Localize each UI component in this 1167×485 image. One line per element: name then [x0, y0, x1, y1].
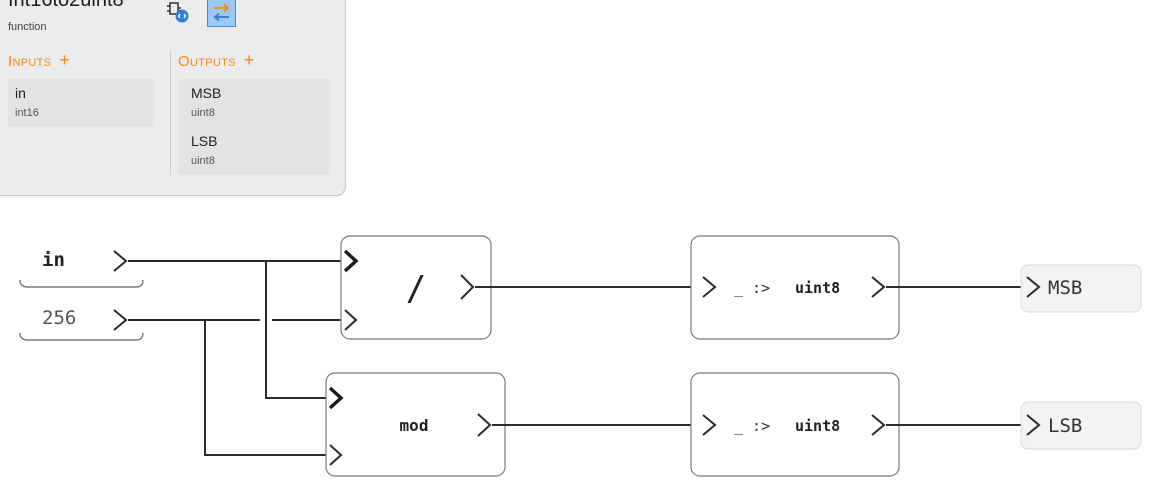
outputs-label: Outputs: [178, 53, 236, 70]
cast-msb-input-port[interactable]: [702, 276, 717, 298]
function-title[interactable]: Int16to2uint8: [8, 0, 124, 11]
cast-lsb-type: uint8: [795, 417, 840, 435]
inputs-label: Inputs: [8, 53, 52, 70]
input-port-name[interactable]: in: [15, 85, 26, 101]
cast-msb-prefix: _ :>: [734, 279, 770, 297]
output-msb-port[interactable]: [1026, 276, 1041, 298]
cast-lsb-prefix: _ :>: [734, 417, 770, 435]
divide-operator-label: /: [406, 269, 426, 309]
mod-operator-label: mod: [400, 416, 429, 435]
output-port-name[interactable]: MSB: [191, 85, 222, 101]
outputs-list: MSB uint8 LSB uint8: [178, 79, 330, 175]
output-msb-box[interactable]: [1020, 264, 1142, 313]
source-256-port[interactable]: [113, 309, 128, 331]
mod-output-port[interactable]: [477, 413, 492, 437]
add-input-button[interactable]: +: [59, 50, 71, 70]
input-port-type: int16: [15, 107, 39, 119]
code-function-icon[interactable]: [167, 0, 191, 24]
cast-msb-type: uint8: [795, 279, 840, 297]
inputs-list: in int16: [8, 79, 154, 127]
direction-toggle-icon[interactable]: [207, 0, 236, 27]
source-in-underline: [19, 279, 144, 288]
wire-in-to-mod: [265, 261, 336, 399]
mod-input-b-port[interactable]: [329, 444, 343, 466]
divide-input-a-port[interactable]: [343, 249, 359, 273]
output-lsb-label: LSB: [1048, 415, 1082, 437]
cast-lsb-output-port[interactable]: [871, 414, 886, 436]
outputs-section-label: Outputs +: [178, 50, 255, 71]
output-port-type: uint8: [191, 155, 215, 167]
inputs-section-label: Inputs +: [8, 50, 70, 71]
wire-256-to-mod: [204, 320, 336, 456]
section-divider: [170, 51, 171, 175]
source-256-underline: [19, 332, 144, 341]
output-msb-label: MSB: [1048, 277, 1082, 299]
output-port-name[interactable]: LSB: [191, 133, 218, 149]
function-kind: function: [8, 21, 47, 33]
function-header-panel: Int16to2uint8 function Inputs+ Outputs+ …: [0, 0, 346, 196]
divide-input-b-port[interactable]: [344, 309, 358, 331]
cast-msb-output-port[interactable]: [871, 276, 886, 298]
divide-output-port[interactable]: [460, 274, 475, 300]
add-output-button[interactable]: +: [243, 50, 255, 70]
output-port-type: uint8: [191, 107, 215, 119]
cast-lsb-input-port[interactable]: [702, 414, 717, 436]
output-lsb-box[interactable]: [1020, 401, 1142, 450]
mod-input-a-port[interactable]: [328, 386, 344, 410]
source-256-label[interactable]: 256: [42, 307, 76, 329]
source-in-port[interactable]: [113, 250, 128, 272]
source-in-label[interactable]: in: [42, 249, 65, 271]
output-lsb-port[interactable]: [1026, 414, 1041, 436]
